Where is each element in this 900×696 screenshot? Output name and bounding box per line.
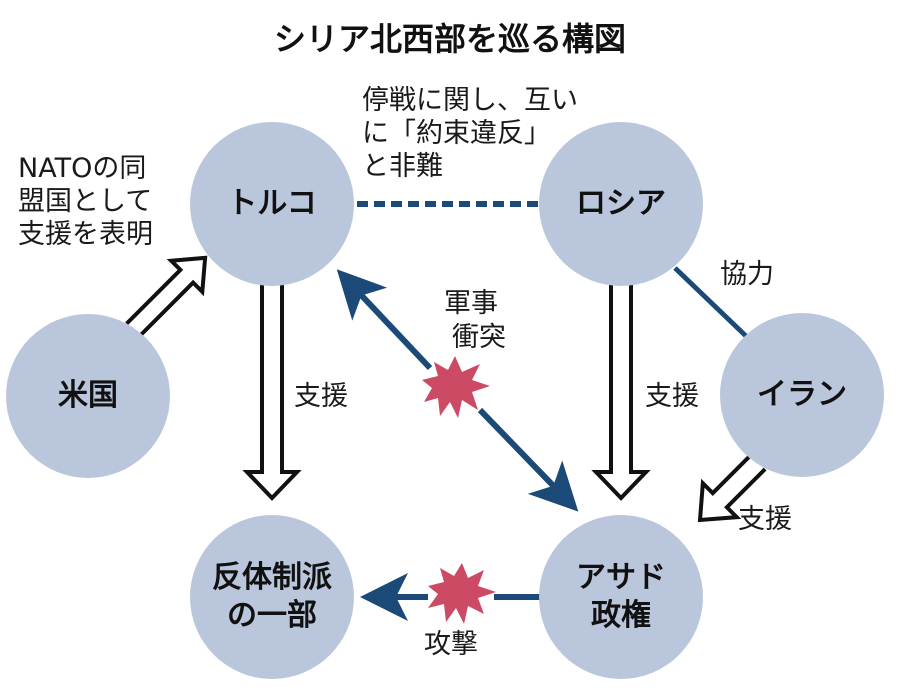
node-rebels-label: 反体制派 の一部: [212, 559, 332, 635]
military-clash-label: 軍事 衝突: [444, 287, 506, 355]
clash-arrow-to-turkey: [336, 269, 433, 371]
support-arrow-russia-assad: [591, 284, 651, 501]
support-label-russia: 支援: [645, 381, 699, 412]
nato-line2: 盟国として: [18, 186, 153, 217]
ceasefire-line1: 停戦に関し、互い: [362, 85, 578, 116]
node-rebels-line2: の一部: [227, 598, 317, 633]
node-assad-line1: アサド: [576, 560, 666, 595]
node-turkey-label: トルコ: [227, 186, 317, 221]
military-clash-line2: 衝突: [452, 322, 506, 353]
node-rebels[interactable]: [190, 515, 354, 679]
node-rebels-line1: 反体制派: [212, 560, 332, 595]
diagram-title: シリア北西部を巡る構図: [273, 20, 626, 58]
node-iran-label: イラン: [757, 377, 847, 412]
nato-annotation: NATOの同 盟国として 支援を表明: [18, 152, 153, 251]
node-assad-label: アサド 政権: [576, 559, 666, 635]
ceasefire-annotation: 停戦に関し、互い に「約束違反」 と非難: [362, 84, 578, 183]
support-label-iran: 支援: [738, 504, 792, 535]
support-arrow-turkey-rebels: [242, 284, 302, 501]
node-assad[interactable]: [539, 515, 703, 679]
ceasefire-line2: に「約束違反」: [362, 118, 551, 149]
node-assad-line2: 政権: [591, 598, 651, 633]
attack-label: 攻撃: [424, 629, 478, 660]
clash-arrow-to-assad: [477, 407, 579, 512]
node-russia[interactable]: [539, 122, 703, 286]
support-arrow-usa-turkey: [125, 255, 208, 338]
node-turkey[interactable]: [190, 122, 354, 286]
clash-burst-icon: [422, 356, 490, 418]
military-clash-line1: 軍事: [444, 288, 498, 319]
node-russia-label: ロシア: [576, 186, 666, 221]
node-usa-label: 米国: [58, 378, 118, 413]
node-usa[interactable]: [6, 314, 170, 478]
node-iran[interactable]: [720, 313, 884, 477]
ceasefire-line3: と非難: [362, 151, 443, 182]
cooperation-label: 協力: [720, 259, 774, 290]
nato-line1: NATOの同: [18, 153, 147, 184]
support-label-turkey: 支援: [294, 381, 348, 412]
cooperation-line: [673, 266, 750, 340]
support-arrow-iran-assad: [697, 453, 767, 523]
nato-line3: 支援を表明: [18, 219, 153, 250]
attack-burst-icon: [428, 563, 496, 624]
